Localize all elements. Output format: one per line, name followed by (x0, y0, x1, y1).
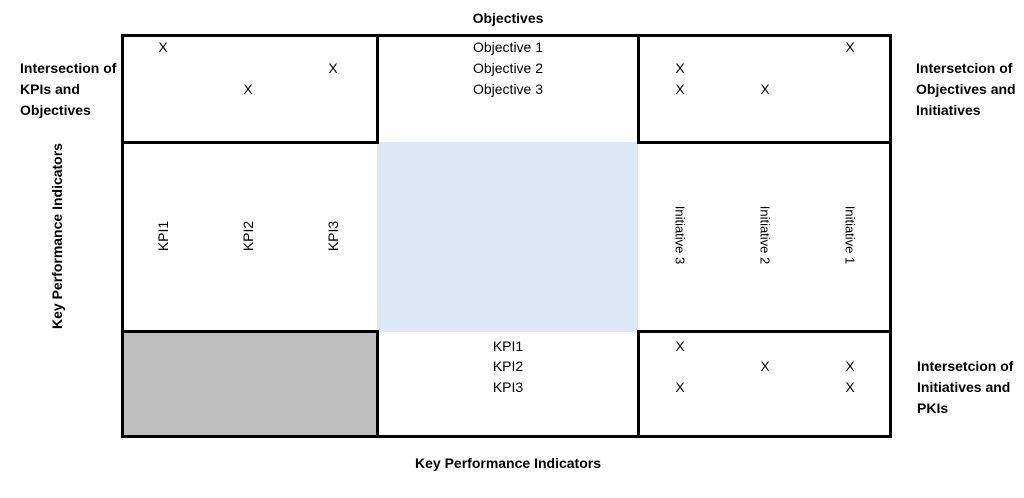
initiative-rotated-label: Initiative 3 (672, 205, 688, 265)
kpi-list-item: KPI2 (492, 358, 524, 374)
objective-item: Objective 1 (472, 39, 544, 55)
initiative-rotated-label: Initiative 1 (842, 205, 858, 265)
cell-unused-gray (121, 330, 379, 438)
x-mark-kpi-objective: X (328, 60, 338, 76)
kpi-rotated-label: KPI2 (240, 220, 256, 252)
center-cell (377, 142, 638, 332)
x-mark-objective-initiative: X (675, 60, 685, 76)
bottom-axis-title: Key Performance Indicators (415, 455, 601, 471)
x-mark-initiative-kpi: X (845, 379, 855, 395)
caption-line: KPIs and (20, 81, 80, 97)
caption-line: Intersection of (20, 60, 117, 76)
caption-line: Objectives and (916, 81, 1016, 97)
cell-objectives-initiatives (637, 34, 892, 144)
caption-line: Initiatives (916, 102, 981, 118)
caption-initiatives-kpis: Intersetcion of Initiatives and PKIs (917, 356, 1013, 419)
x-mark-objective-initiative: X (845, 39, 855, 55)
caption-line: Intersetcion of (917, 358, 1014, 374)
x-mark-initiative-kpi: X (675, 338, 685, 354)
kpi-rotated-label: KPI1 (155, 220, 171, 252)
left-axis-title: Key Performance Indicators (49, 143, 65, 329)
initiative-rotated-label: Initiative 2 (757, 205, 773, 265)
caption-line: PKIs (917, 400, 949, 416)
x-mark-objective-initiative: X (675, 81, 685, 97)
x-mark-initiative-kpi: X (845, 358, 855, 374)
cell-initiatives-kpis (637, 330, 892, 438)
x-mark-objective-initiative: X (760, 81, 770, 97)
kpi-list-item: KPI3 (492, 379, 524, 395)
kpi-list-item: KPI1 (492, 338, 524, 354)
x-mark-initiative-kpi: X (675, 379, 685, 395)
x-mark-kpi-objective: X (243, 81, 253, 97)
x-mark-initiative-kpi: X (760, 358, 770, 374)
matrix-outer-frame (121, 34, 892, 438)
caption-line: Initiatives and (917, 379, 1011, 395)
top-axis-title: Objectives (472, 10, 544, 26)
x-mark-kpi-objective: X (158, 39, 168, 55)
caption-objectives-initiatives: Intersetcion of Objectives and Initiativ… (916, 58, 1016, 121)
objective-item: Objective 2 (472, 60, 544, 76)
objective-item: Objective 3 (472, 81, 544, 97)
caption-line: Intersetcion of (916, 60, 1013, 76)
cell-kpi-objectives (121, 34, 379, 144)
caption-line: Objectives (20, 102, 91, 118)
caption-kpi-objectives: Intersection of KPIs and Objectives (20, 58, 116, 121)
kpi-rotated-label: KPI3 (325, 220, 341, 252)
